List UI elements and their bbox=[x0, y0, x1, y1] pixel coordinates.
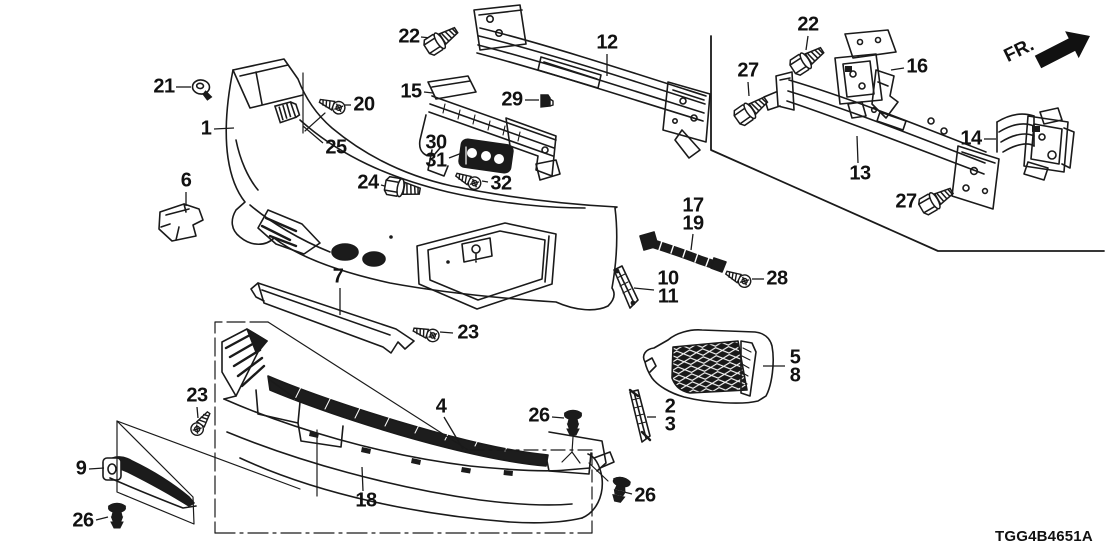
bolt-27 bbox=[916, 182, 957, 218]
part-label-30: 30 bbox=[425, 131, 447, 154]
fr-arrow-icon bbox=[1034, 31, 1090, 69]
tail-light-pocket bbox=[416, 222, 557, 310]
skirt-projection-box bbox=[214, 321, 593, 534]
leader-line-19 bbox=[690, 233, 694, 251]
part-label-23: 23 bbox=[186, 384, 208, 407]
screw-20 bbox=[317, 94, 348, 117]
side-seal-strip-2-3 bbox=[628, 388, 652, 443]
leader-line-32 bbox=[481, 180, 489, 183]
part-label-25: 25 bbox=[325, 136, 347, 159]
part-label-10: 10 bbox=[657, 267, 679, 290]
part-label-32: 32 bbox=[490, 172, 512, 195]
beam-bracket-16 bbox=[834, 29, 899, 119]
part-label-1: 1 bbox=[200, 117, 212, 140]
leader-line-11 bbox=[633, 287, 655, 291]
clip-26 bbox=[607, 474, 633, 505]
part-label-9: 9 bbox=[75, 457, 87, 480]
beam-bracket-14 bbox=[996, 107, 1075, 181]
leader-line-31 bbox=[448, 152, 463, 159]
beam-stiffener-15 bbox=[418, 75, 561, 181]
part-label-17: 17 bbox=[682, 194, 704, 217]
part-label-8: 8 bbox=[789, 364, 801, 387]
part-label-4: 4 bbox=[435, 395, 447, 418]
part-label-27: 27 bbox=[895, 190, 917, 213]
section-divider bbox=[710, 35, 1105, 252]
part-label-22: 22 bbox=[797, 13, 819, 36]
screw-23 bbox=[411, 322, 442, 344]
garnish-leader-line bbox=[116, 420, 301, 490]
bolt-24 bbox=[382, 175, 423, 201]
leader-line-16 bbox=[890, 67, 905, 71]
part-label-21: 21 bbox=[153, 75, 175, 98]
lower-skirt-4 bbox=[221, 328, 607, 497]
bumper-upper-garnish-7 bbox=[250, 282, 415, 354]
part-label-15: 15 bbox=[400, 80, 422, 103]
part-label-20: 20 bbox=[353, 93, 375, 116]
part-label-26: 26 bbox=[528, 404, 550, 427]
leader-line-23 bbox=[439, 331, 454, 334]
part-label-31: 31 bbox=[425, 149, 447, 172]
part-label-24: 24 bbox=[357, 171, 379, 194]
leader-line-15 bbox=[423, 91, 434, 94]
part-label-16: 16 bbox=[906, 55, 928, 78]
leader-line-1 bbox=[213, 127, 235, 130]
screw-23 bbox=[187, 408, 215, 439]
sensor-harness-17-19 bbox=[639, 231, 727, 273]
parking-sensor-30-31 bbox=[458, 138, 514, 174]
part-label-3: 3 bbox=[664, 413, 676, 436]
bolt-27 bbox=[731, 91, 772, 128]
clip-tie-lines bbox=[561, 436, 609, 482]
bracket-6 bbox=[158, 203, 204, 242]
bumper-beam-13 bbox=[763, 71, 1000, 210]
bumper-beam-12 bbox=[473, 4, 711, 159]
screw-28 bbox=[723, 266, 754, 291]
part-label-27: 27 bbox=[737, 59, 759, 82]
bumper-grille-5-8 bbox=[642, 329, 774, 404]
garnish-projection-box bbox=[116, 420, 195, 525]
bolt-22 bbox=[421, 21, 462, 58]
part-label-12: 12 bbox=[596, 31, 618, 54]
leader-line-27 bbox=[747, 81, 750, 97]
part-label-13: 13 bbox=[849, 162, 871, 185]
part-label-22: 22 bbox=[398, 25, 420, 48]
leader-line-26 bbox=[551, 416, 565, 419]
part-label-28: 28 bbox=[766, 267, 788, 290]
bolt-22 bbox=[787, 41, 828, 78]
clip-26 bbox=[563, 409, 583, 437]
part-label-7: 7 bbox=[332, 265, 344, 288]
clip-21 bbox=[190, 78, 214, 101]
part-label-23: 23 bbox=[457, 321, 479, 344]
part-label-26: 26 bbox=[634, 484, 656, 507]
part-label-29: 29 bbox=[501, 88, 523, 111]
part-label-19: 19 bbox=[682, 212, 704, 235]
clip-26 bbox=[107, 502, 127, 530]
leader-line-4 bbox=[443, 416, 464, 450]
clip-29 bbox=[540, 94, 554, 108]
side-seal-strip-10-11 bbox=[613, 265, 639, 309]
part-label-5: 5 bbox=[789, 346, 801, 369]
lower-skirt-18 bbox=[223, 398, 615, 524]
leader-line-18 bbox=[361, 466, 364, 492]
leader-line-13 bbox=[856, 135, 859, 164]
leader-line-26 bbox=[95, 516, 109, 521]
part-label-11: 11 bbox=[657, 285, 679, 308]
part-label-14: 14 bbox=[960, 127, 982, 150]
part-label-6: 6 bbox=[180, 169, 192, 192]
diagram-code: TGG4B4651A bbox=[995, 528, 1093, 545]
part-label-18: 18 bbox=[355, 489, 377, 512]
leader-line-9 bbox=[88, 467, 105, 470]
leader-line-25 bbox=[302, 125, 324, 144]
part-label-2: 2 bbox=[664, 395, 676, 418]
rear-bumper-face bbox=[225, 58, 618, 311]
leader-line-22 bbox=[805, 35, 809, 51]
part-label-26: 26 bbox=[72, 509, 94, 532]
leader-line-23 bbox=[196, 406, 199, 419]
clip-25 bbox=[273, 100, 301, 124]
